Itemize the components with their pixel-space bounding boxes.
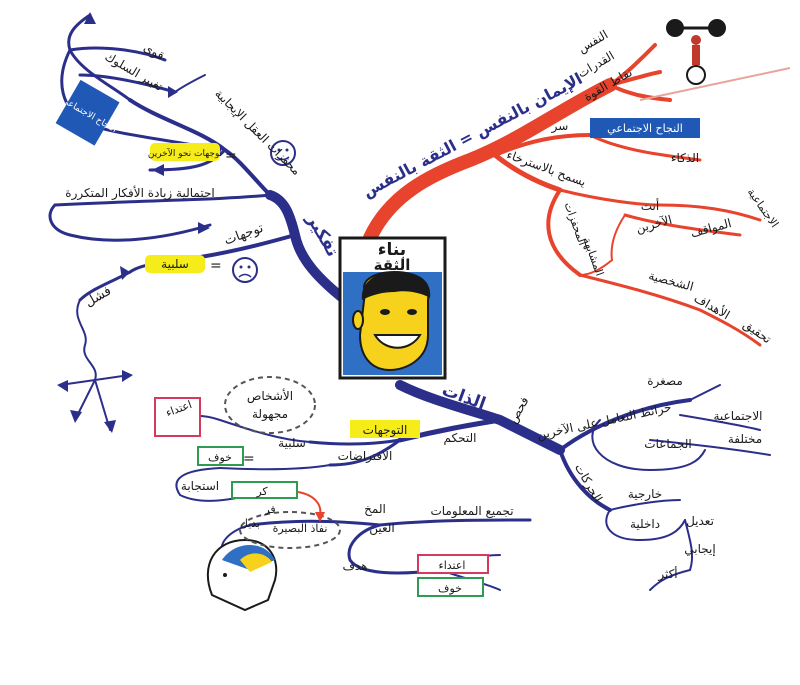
- center-title-line2: الثقة: [374, 256, 411, 274]
- positive-label: إيجابي: [684, 542, 715, 556]
- sad-face-icon: [232, 257, 258, 283]
- positive-mind-stimuli-label: محفزات العقل الإيجابية: [211, 86, 303, 178]
- self-branch: [164, 380, 771, 591]
- toward-others-label: توجهات نحو الآخرين: [148, 147, 223, 159]
- equals-sign-self: =: [243, 451, 255, 467]
- personal-label: الشخصية: [647, 268, 695, 293]
- eye-label: العين: [369, 521, 395, 536]
- attitudes-banner-label: التوجهات: [363, 423, 408, 438]
- repeated-thoughts-label: احتمالية زيادة الأفكار المتكررة: [65, 185, 214, 201]
- center-title-line1: بناء: [378, 240, 406, 260]
- red-branch: [363, 43, 762, 347]
- self-social-label: الاجتماعية: [713, 409, 762, 423]
- control-label: التحكم: [444, 431, 477, 445]
- toward-others-highlight: [150, 143, 220, 161]
- equals-sign-lower: =: [210, 258, 222, 274]
- external-label: خارجية: [628, 487, 662, 502]
- fear-bottom-label: خوف: [438, 582, 462, 595]
- situations-label: المواقف: [689, 216, 733, 241]
- red-main-label: الإيمان بالنفس = الثقة بالنفس: [359, 69, 585, 201]
- negative-left-label: سلبية: [161, 257, 189, 271]
- fight-label: كر: [255, 485, 268, 498]
- social-success-banner-left: [55, 79, 120, 146]
- social-label: الاجتماعية: [745, 186, 781, 230]
- fear-box-label: خوف: [208, 451, 232, 464]
- adjust-label: تعديل: [686, 514, 714, 528]
- negative-highlight-left: [145, 255, 205, 273]
- insight-dashed-ellipse: [239, 511, 341, 549]
- social-success-right-label: النجاح الاجتماعي: [607, 122, 683, 135]
- thinking-branch: [48, 13, 350, 431]
- assumptions-label: الافتراضات: [338, 449, 393, 464]
- thinking-main-label: تفكير: [302, 210, 343, 261]
- others-label: الآخرين: [634, 213, 673, 237]
- similar-label: المشابهة: [580, 236, 606, 278]
- weightlifter-icon: [639, 19, 791, 101]
- fight-red-arrowhead: [315, 512, 325, 522]
- aggression-box-bottom: [417, 554, 489, 574]
- aggression-box-top: [154, 397, 201, 437]
- brain-label: المخ: [364, 502, 386, 516]
- attitudes-banner-highlight: [350, 420, 420, 438]
- negative-self-label: سلبية: [278, 436, 306, 450]
- target-label: هدف: [342, 559, 367, 573]
- fight-box: [231, 481, 298, 499]
- different-label: مختلفة: [728, 432, 762, 446]
- persons-dashed-circle: [224, 376, 316, 434]
- persons-label: الأشخاص: [247, 388, 293, 404]
- you-label: أنت: [641, 198, 659, 213]
- unknown-label: مجهولة: [252, 407, 288, 422]
- internal-label: داخلية: [630, 517, 660, 531]
- aggression-bottom-label: اعتداء: [439, 559, 466, 572]
- info-gathering-label: تجميع المعلومات: [430, 504, 513, 519]
- head-profile-icon: [206, 538, 278, 612]
- equals-sign-upper: =: [225, 148, 237, 164]
- alternative-label: بديل: [240, 517, 260, 530]
- more-label: أكثر: [657, 566, 677, 582]
- secret-label: سر: [551, 119, 569, 134]
- failure-label: فشل: [83, 284, 114, 311]
- fear-box-bottom: [417, 577, 484, 597]
- groups-label: الجماعات: [644, 437, 691, 451]
- examination-label: فحص: [505, 394, 532, 426]
- happy-face-icon: [270, 140, 296, 166]
- insight-label: نفاذ البصيرة: [273, 522, 328, 535]
- small-label: مصغرة: [647, 374, 683, 389]
- flight-label: فر: [263, 503, 275, 516]
- fear-box: [197, 446, 244, 466]
- center-image: [338, 236, 447, 380]
- intelligence-label: الذكاء: [671, 151, 699, 165]
- social-success-banner-right: [590, 118, 700, 138]
- response-label: استجابة: [181, 479, 219, 493]
- arrow-heads: [57, 12, 210, 433]
